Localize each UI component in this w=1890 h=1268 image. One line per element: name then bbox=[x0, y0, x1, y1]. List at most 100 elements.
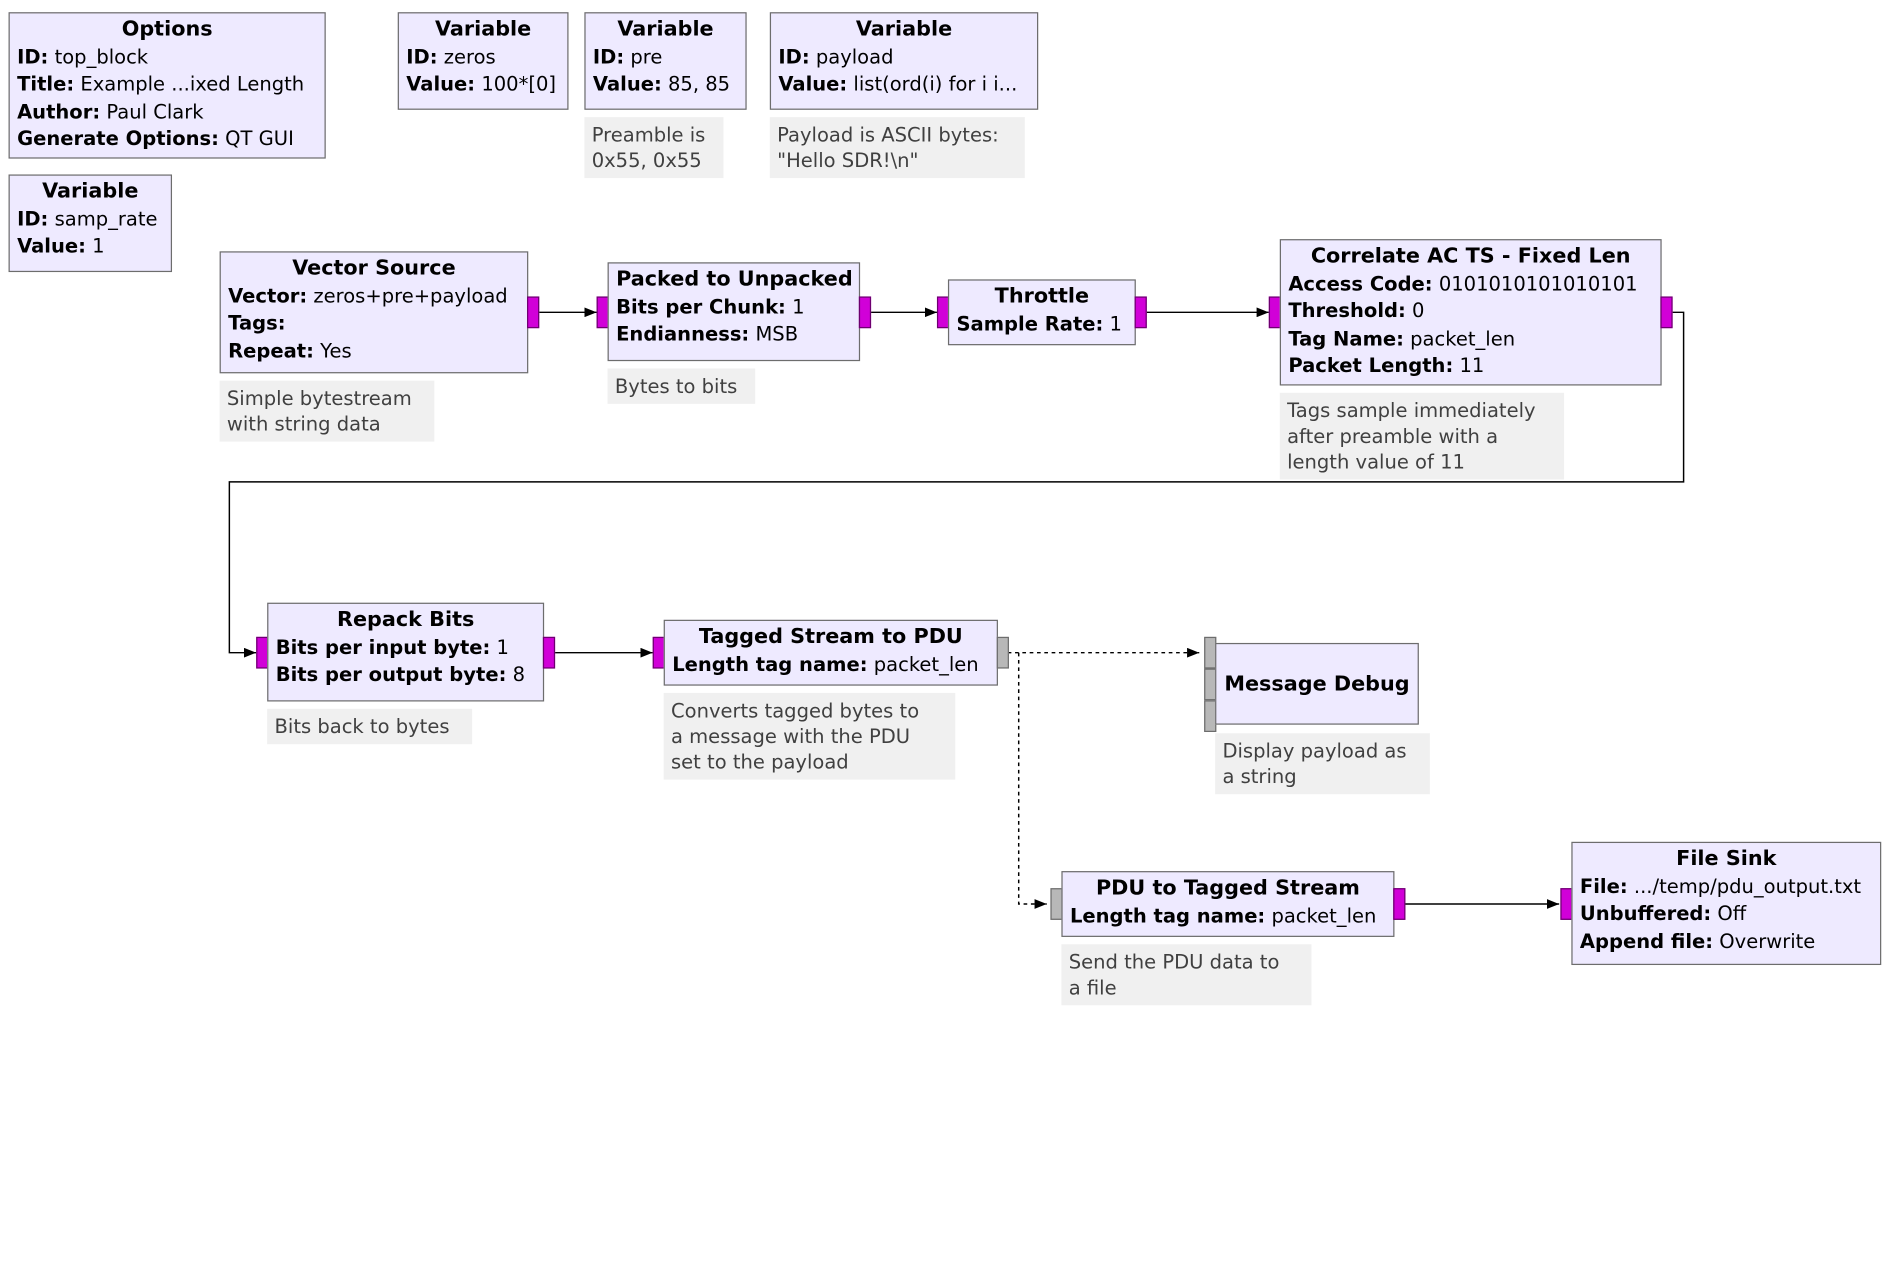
variable-samp-rate-block[interactable]: Variable ID: samp_rate Value: 1 bbox=[8, 174, 173, 273]
note-line: set to the payload bbox=[671, 750, 849, 774]
block-title: Options bbox=[121, 17, 213, 42]
param-label: File: bbox=[1579, 874, 1628, 898]
repack-bits-block[interactable]: Repack Bits Bits per input byte: 1 Bits … bbox=[267, 602, 545, 702]
param-value: Yes bbox=[320, 338, 352, 362]
output-port[interactable] bbox=[1134, 296, 1147, 329]
note-line: a file bbox=[1068, 976, 1117, 1000]
comment-note: Send the PDU data to a file bbox=[1061, 944, 1312, 1006]
note-line: Send the PDU data to bbox=[1068, 950, 1280, 974]
param-label: Threshold: bbox=[1288, 298, 1406, 323]
param-value: Paul Clark bbox=[106, 99, 204, 123]
note-line: a message with the PDU bbox=[671, 724, 911, 748]
param-label: ID: bbox=[592, 44, 625, 68]
param-label: ID: bbox=[17, 206, 49, 230]
param-label: Endianness: bbox=[616, 322, 750, 346]
message-debug-block[interactable]: Message Debug bbox=[1215, 642, 1419, 725]
output-port[interactable] bbox=[542, 636, 556, 669]
note-line: a string bbox=[1222, 764, 1297, 789]
comment-note: Converts tagged bytes to a message with … bbox=[663, 692, 956, 780]
comment-note: Bytes to bits bbox=[607, 368, 756, 404]
output-port[interactable] bbox=[1660, 296, 1673, 329]
comment-note: Tags sample immediately after preamble w… bbox=[1279, 392, 1565, 480]
param-label: Bits per Chunk: bbox=[616, 294, 786, 318]
note-line: Bytes to bits bbox=[614, 374, 738, 398]
param-value: 11 bbox=[1459, 353, 1485, 377]
param-value: Example ...ixed Length bbox=[80, 71, 305, 96]
output-port[interactable] bbox=[858, 296, 872, 329]
note-line: Preamble is bbox=[591, 123, 706, 147]
param-value: QT GUI bbox=[225, 126, 294, 151]
packed-to-unpacked-block[interactable]: Packed to Unpacked Bits per Chunk: 1 End… bbox=[607, 262, 861, 362]
param-label: Length tag name: bbox=[672, 652, 868, 676]
note-line: "Hello SDR!\n" bbox=[777, 148, 919, 173]
param-label: Value: bbox=[406, 71, 476, 96]
param-value: zeros+pre+payload bbox=[313, 283, 508, 307]
param-value: 85, 85 bbox=[667, 71, 731, 96]
note-line: 0x55, 0x55 bbox=[591, 148, 702, 173]
param-label: Append file: bbox=[1579, 929, 1714, 953]
block-title: Variable bbox=[617, 17, 714, 42]
comment-note: Bits back to bytes bbox=[267, 708, 473, 745]
wire-correlate-to-repack bbox=[228, 311, 1685, 658]
block-title: File Sink bbox=[1676, 846, 1777, 872]
pdu-to-tagged-stream-block[interactable]: PDU to Tagged Stream Length tag name: pa… bbox=[1061, 871, 1395, 937]
param-label: ID: bbox=[406, 44, 438, 68]
param-label: Tag Name: bbox=[1288, 326, 1404, 350]
param-value: list(ord(i) for i i... bbox=[853, 71, 1018, 96]
note-line: with string data bbox=[226, 412, 381, 436]
param-label: Sample Rate: bbox=[956, 311, 1104, 335]
variable-payload-block[interactable]: Variable ID: payload Value: list(ord(i) … bbox=[769, 12, 1039, 110]
message-output-port[interactable] bbox=[996, 636, 1009, 669]
correlate-access-code-block[interactable]: Correlate AC TS - Fixed Len Access Code:… bbox=[1279, 239, 1662, 386]
param-label: Repeat: bbox=[228, 338, 314, 362]
param-label: Length tag name: bbox=[1069, 903, 1266, 927]
param-label: Value: bbox=[592, 71, 662, 96]
wire-pdu-to-tagged-stream bbox=[1017, 652, 1047, 909]
param-value: 0101010101010101 bbox=[1438, 271, 1638, 295]
param-value: MSB bbox=[755, 322, 799, 346]
variable-pre-block[interactable]: Variable ID: pre Value: 85, 85 bbox=[584, 12, 747, 110]
param-value: Overwrite bbox=[1719, 929, 1816, 953]
note-line: Simple bytestream bbox=[226, 386, 412, 410]
variable-zeros-block[interactable]: Variable ID: zeros Value: 100*[0] bbox=[397, 12, 569, 110]
param-value: payload bbox=[815, 44, 894, 68]
block-title: Message Debug bbox=[1224, 672, 1410, 697]
param-value: 8 bbox=[512, 662, 526, 686]
vector-source-block[interactable]: Vector Source Vector: zeros+pre+payload … bbox=[219, 251, 529, 374]
param-value: 0 bbox=[1412, 298, 1425, 323]
block-title: Tagged Stream to PDU bbox=[698, 624, 963, 650]
block-title: PDU to Tagged Stream bbox=[1095, 875, 1360, 901]
param-value: packet_len bbox=[1410, 326, 1516, 350]
note-line: Converts tagged bytes to bbox=[671, 699, 920, 723]
param-value: .../temp/pdu_output.txt bbox=[1633, 874, 1862, 898]
file-sink-block[interactable]: File Sink File: .../temp/pdu_output.txt … bbox=[1571, 841, 1882, 966]
tagged-stream-to-pdu-block[interactable]: Tagged Stream to PDU Length tag name: pa… bbox=[663, 619, 998, 686]
block-title: Packed to Unpacked bbox=[616, 267, 853, 292]
param-value: pre bbox=[630, 44, 663, 68]
output-port[interactable] bbox=[527, 296, 540, 329]
param-value: top_block bbox=[54, 44, 149, 68]
block-title: Variable bbox=[434, 17, 532, 42]
connections bbox=[228, 307, 1685, 909]
param-label: Access Code: bbox=[1288, 271, 1433, 295]
param-label: Title: bbox=[17, 71, 75, 96]
param-label: Value: bbox=[778, 71, 848, 96]
comment-note: Simple bytestream with string data bbox=[219, 380, 435, 442]
param-label: Packet Length: bbox=[1288, 353, 1454, 377]
param-value: 1 bbox=[92, 234, 105, 258]
throttle-block[interactable]: Throttle Sample Rate: 1 bbox=[947, 279, 1136, 346]
options-block[interactable]: Options ID: top_block Title: Example ...… bbox=[8, 12, 326, 159]
param-label: ID: bbox=[17, 44, 49, 68]
note-line: after preamble with a bbox=[1287, 424, 1499, 448]
param-label: Generate Options: bbox=[17, 126, 219, 151]
comment-note: Display payload as a string bbox=[1215, 733, 1430, 795]
param-value: zeros bbox=[443, 44, 496, 68]
param-label: Tags: bbox=[228, 311, 286, 335]
param-value: samp_rate bbox=[54, 206, 158, 230]
param-label: Vector: bbox=[228, 283, 308, 307]
param-label: Bits per input byte: bbox=[275, 635, 491, 659]
note-line: Payload is ASCII bytes: bbox=[777, 123, 999, 147]
param-value: packet_len bbox=[873, 652, 979, 676]
output-port[interactable] bbox=[1393, 888, 1406, 920]
